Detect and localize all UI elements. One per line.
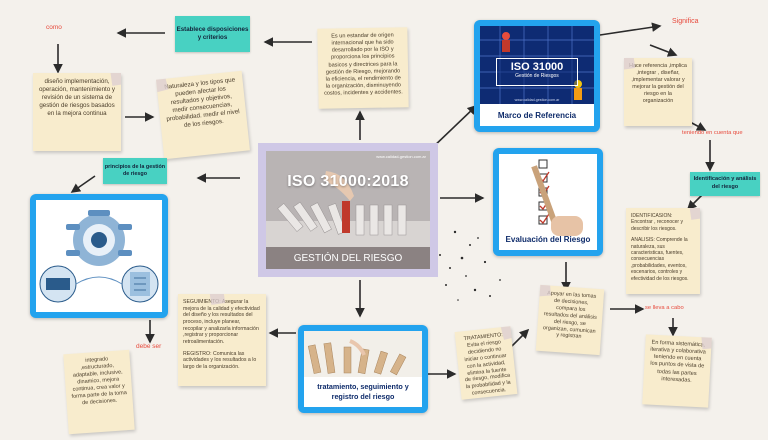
tape: [688, 208, 700, 220]
diseno-note: diseño implementación, operación, manten…: [33, 73, 121, 151]
integrado-text: integrado ,estructurado, adaptable, incl…: [71, 356, 128, 407]
registro-text: REGISTRO: Comunica las actividades y los…: [183, 350, 257, 370]
arrow-marco-to-significa: [599, 22, 662, 36]
principios-box[interactable]: principios de la gestión de riesgo: [103, 158, 167, 184]
marco-image: ISO 31000 Gestión de Riesgos www.calidad…: [480, 26, 594, 104]
teniendo-label: teniendo en cuenta que: [682, 130, 743, 136]
tape: [208, 294, 226, 305]
marco-node[interactable]: ISO 31000 Gestión de Riesgos www.calidad…: [474, 20, 600, 132]
diseno-text: diseño implementación, operación, manten…: [38, 78, 115, 117]
significa-text: Hace referencia ,implica ,integrar , dis…: [629, 63, 687, 104]
evaluacion-label: Evaluación del Riesgo: [505, 235, 591, 244]
evaluacion-card: Evaluación del Riesgo: [499, 154, 597, 250]
marco-url: www.calidad-gestion.com.ar: [514, 98, 560, 102]
analisis-def: ANALISIS: Comprende la naturaleza, sus c…: [631, 237, 689, 282]
tratamiento-note: TRATAMIENTO: Evita el riesgo decidiendo …: [454, 326, 518, 400]
forma-text: En forma sistemática, iterativa y colabo…: [650, 339, 706, 384]
significa-label: Significa: [672, 18, 699, 25]
evaluacion-text: Apoyar en las tomas de decisiones, compa…: [542, 290, 597, 341]
principios-text: principios de la gestión de riesgo: [104, 163, 166, 177]
principios-image-frame[interactable]: [30, 194, 168, 318]
evaluacion-note: Apoyar en las tomas de decisiones, compa…: [535, 284, 605, 356]
forma-note: En forma sistemática, iterativa y colabo…: [642, 334, 712, 408]
integrado-note: integrado ,estructurado, adaptable, incl…: [63, 349, 135, 435]
center-image: www.calidad-gestion.com.ar ISO 31000:201…: [266, 151, 430, 269]
definition-text: Es un estandar de origen internacional q…: [324, 32, 403, 97]
identificacion-box[interactable]: Identificación y análisis del riesgo: [690, 172, 760, 196]
como-label: como: [46, 24, 62, 31]
identificacion-text: Identificación y análisis del riesgo: [693, 176, 757, 190]
center-subtitle: GESTIÓN DEL RIESGO: [266, 247, 430, 269]
center-title: ISO 31000:2018: [287, 173, 409, 190]
identificacion-note: IDENTIFICASION: Encontrar , reconocer y …: [626, 208, 700, 294]
arrow-significa-to-note: [649, 44, 678, 57]
checklist-illustration: [531, 159, 583, 236]
definition-note: Es un estandar de origen internacional q…: [317, 27, 409, 109]
seguimiento-note: SEGUIMIENTO: Asegurar la mejora de la ca…: [178, 294, 266, 386]
center-url: www.calidad-gestion.com.ar: [376, 154, 426, 159]
naturaleza-text: Naturaleza y los tipos que pueden afecta…: [163, 76, 240, 129]
arrow-principios-to-image: [70, 175, 96, 193]
marco-label: Marco de Referencia: [480, 104, 594, 126]
naturaleza-note: Naturaleza y los tipos que pueden afecta…: [156, 70, 250, 160]
tratamiento-label: tratamiento, seguimiento y registro del …: [317, 382, 409, 401]
arrow-identificacion-to-note: [686, 193, 704, 211]
tratamiento-card: tratamiento, seguimiento y registro del …: [304, 331, 422, 407]
evaluacion-node[interactable]: Evaluación del Riesgo: [493, 148, 603, 256]
significa-note: Hace referencia ,implica ,integrar , dis…: [624, 58, 692, 126]
marco-sub: Gestión de Riesgos: [515, 73, 559, 79]
arrow-significa-note-to-teniendo: [689, 121, 707, 131]
identificacion-def: IDENTIFICASION: Encontrar , reconocer y …: [631, 213, 683, 232]
tratamiento-text: TRATAMIENTO: Evita el riesgo decidiendo …: [463, 332, 511, 397]
principios-diagram: [36, 200, 162, 312]
seguimiento-text: SEGUIMIENTO: Asegurar la mejora de la ca…: [183, 299, 260, 345]
blocks-illustration: [304, 331, 422, 377]
tratamiento-node[interactable]: tratamiento, seguimiento y registro del …: [298, 325, 428, 413]
tape: [109, 73, 121, 86]
marco-badge: ISO 31000 Gestión de Riesgos: [496, 58, 578, 86]
arrow-center-to-marco: [429, 104, 478, 151]
center-node[interactable]: www.calidad-gestion.com.ar ISO 31000:201…: [258, 143, 438, 277]
lleva-label: se lleva a cabo: [645, 305, 684, 311]
tape: [624, 58, 636, 70]
scatter-dots: [439, 230, 501, 301]
debe-label: debe ser: [136, 343, 162, 350]
establece-box[interactable]: Establece disposiciones y criterios: [175, 16, 250, 52]
marco-title: ISO 31000: [510, 61, 564, 73]
establece-text: Establece disposiciones y criterios: [176, 25, 249, 41]
